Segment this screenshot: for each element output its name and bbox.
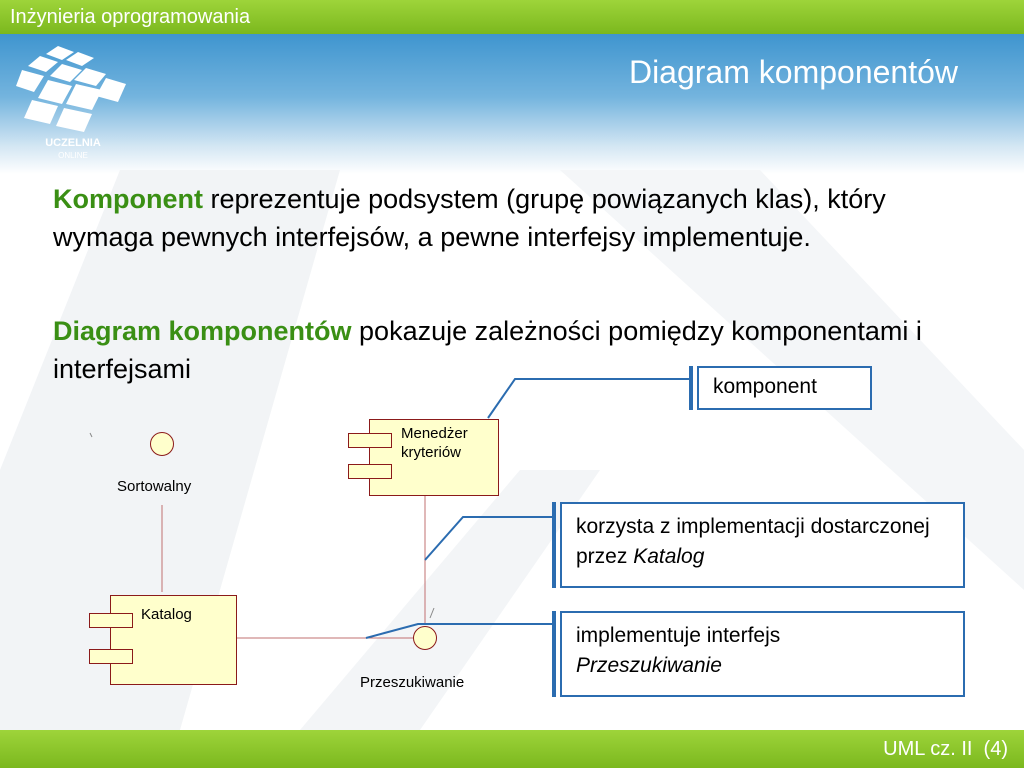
logo-text-2: ONLINE xyxy=(58,151,88,160)
paragraph-component: Komponent reprezentuje podsystem (grupę … xyxy=(53,180,993,256)
interface-sortowalny-icon xyxy=(150,432,174,456)
component-menedzer xyxy=(369,419,499,496)
component-katalog-port-bottom xyxy=(89,649,133,664)
paragraph-diagram-text: pokazuje zależności pomiędzy komponentam… xyxy=(53,316,922,384)
footer-label: UML cz. II (4) xyxy=(883,738,1008,760)
component-katalog xyxy=(110,595,237,685)
callout-implements-text: implementuje interfejs xyxy=(576,624,781,647)
callout-uses-bar xyxy=(552,502,556,588)
paragraph-component-text: reprezentuje podsystem (grupę powiązanyc… xyxy=(53,184,886,252)
callout-implements: implementuje interfejs Przeszukiwanie xyxy=(560,611,965,697)
component-katalog-port-top xyxy=(89,613,133,628)
callout-component-bar xyxy=(689,366,693,410)
callout-uses-text: korzysta z implementacji dostarczonej pr… xyxy=(576,515,930,568)
course-title: Inżynieria oprogramowania xyxy=(10,6,251,28)
paragraph-diagram: Diagram komponentów pokazuje zależności … xyxy=(53,312,993,388)
component-menedzer-port-top xyxy=(348,433,392,448)
callout-implements-em: Przeszukiwanie xyxy=(576,654,722,677)
footer-bar xyxy=(0,730,1024,768)
component-katalog-label: Katalog xyxy=(141,606,192,623)
callout-uses: korzysta z implementacji dostarczonej pr… xyxy=(560,502,965,588)
callout-component-text: komponent xyxy=(713,375,817,398)
interface-przeszukiwanie-icon xyxy=(413,626,437,650)
course-title-bar: Inżynieria oprogramowania xyxy=(0,0,1024,34)
callout-implements-bar xyxy=(552,611,556,697)
callout-uses-em: Katalog xyxy=(633,545,705,568)
keyword-diagram: Diagram komponentów xyxy=(53,316,352,346)
uczelnia-online-logo: UCZELNIA ONLINE xyxy=(16,46,126,160)
component-menedzer-port-bottom xyxy=(348,464,392,479)
slide-header xyxy=(0,34,1024,174)
interface-sortowalny-label: Sortowalny xyxy=(117,478,192,495)
logo-text-1: UCZELNIA xyxy=(45,137,101,149)
slide-title: Diagram komponentów xyxy=(628,54,958,90)
component-menedzer-label: Menedżer kryteriów xyxy=(401,425,468,461)
keyword-component: Komponent xyxy=(53,184,203,214)
interface-przeszukiwanie-label: Przeszukiwanie xyxy=(360,674,465,691)
callout-component: komponent xyxy=(697,366,872,410)
